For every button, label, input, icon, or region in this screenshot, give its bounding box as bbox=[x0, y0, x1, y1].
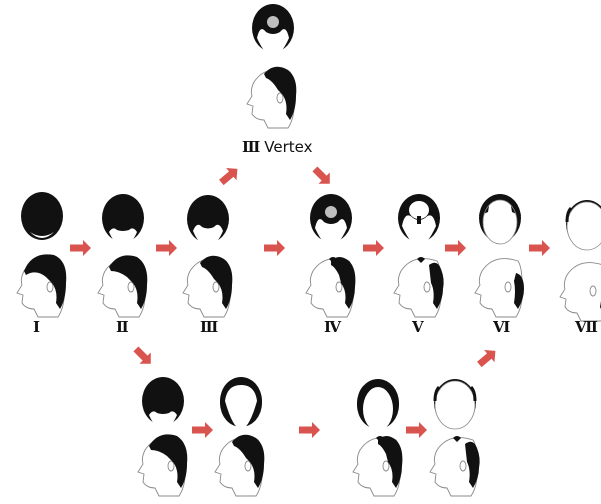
stage-4-top-view bbox=[310, 194, 352, 246]
arrow-2-to-branch bbox=[130, 343, 156, 369]
arrow-branch-1-to-2 bbox=[192, 422, 213, 438]
stage-1-top-view bbox=[21, 192, 63, 240]
stage-7-top-view bbox=[566, 200, 601, 250]
arrow-2-to-3 bbox=[156, 240, 177, 256]
stage-3-side-view bbox=[183, 256, 232, 317]
arrow-4-to-5 bbox=[363, 240, 384, 256]
stage-6-top-view bbox=[479, 194, 521, 244]
branch-1-side-view bbox=[138, 434, 187, 496]
stage-label-6: Ⅵ bbox=[493, 318, 510, 336]
branch-1-top-view bbox=[142, 377, 184, 429]
branch-4-top-view bbox=[434, 379, 476, 429]
stage-label-2: Ⅱ bbox=[116, 318, 129, 336]
stage-3-vertex-top-view bbox=[252, 4, 294, 56]
stage-label-7: Ⅶ bbox=[575, 318, 598, 336]
stage-2-side-view bbox=[98, 255, 147, 317]
stage-6-side-view bbox=[475, 259, 524, 317]
branch-3-side-view bbox=[353, 436, 402, 496]
arrow-5-to-6 bbox=[445, 240, 466, 256]
stage-4-side-view bbox=[306, 257, 355, 317]
stage-2-top-view bbox=[102, 194, 144, 246]
stage-1-side-view bbox=[17, 254, 66, 317]
arrow-branch-2-to-3 bbox=[299, 422, 320, 438]
vertex-label-roman: Ⅲ bbox=[242, 138, 260, 156]
vertex-label-word: Vertex bbox=[264, 138, 312, 156]
stage-5-side-view bbox=[394, 257, 444, 317]
stage-5-top-view bbox=[398, 194, 440, 246]
arrow-1-to-2 bbox=[70, 240, 91, 256]
stage-label-3: Ⅲ bbox=[200, 318, 218, 336]
stage-3-top-view bbox=[187, 195, 229, 247]
stage-label-4: Ⅳ bbox=[324, 318, 341, 336]
arrow-3-to-vertex bbox=[216, 163, 242, 189]
stage-label-5: Ⅴ bbox=[412, 318, 424, 336]
arrow-branch-3-to-4 bbox=[406, 422, 427, 438]
arrow-6-to-7 bbox=[529, 240, 550, 256]
stage-label-1: Ⅰ bbox=[33, 318, 40, 336]
branch-2-side-view bbox=[215, 435, 264, 496]
stage-7-side-view bbox=[560, 263, 601, 321]
stage-3-vertex-side-view bbox=[247, 67, 296, 128]
arrow-vertex-to-4 bbox=[309, 163, 335, 189]
arrow-3-to-4 bbox=[264, 240, 285, 256]
branch-2-top-view bbox=[220, 377, 262, 429]
arrow-branch-to-6 bbox=[474, 345, 500, 371]
branch-4-side-view bbox=[430, 436, 480, 496]
branch-3-top-view bbox=[357, 379, 399, 431]
